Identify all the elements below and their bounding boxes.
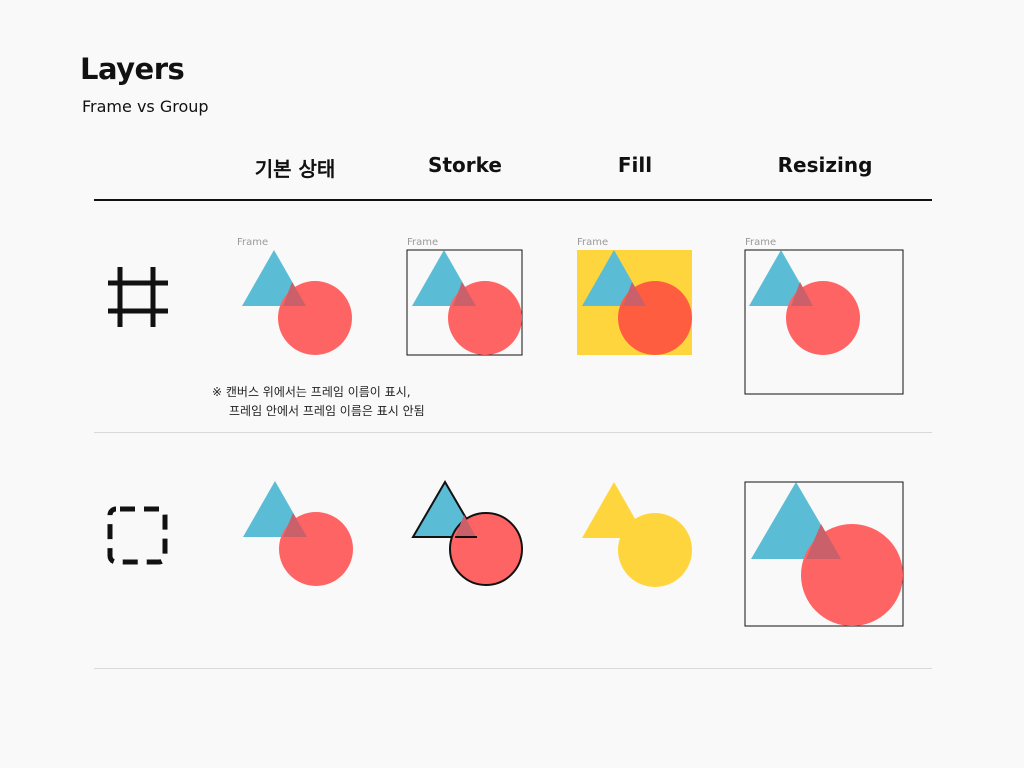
header-divider	[94, 199, 932, 201]
column-header-fill: Fill	[617, 153, 653, 177]
overlap-shape	[455, 515, 476, 537]
frame-name-label: Frame	[407, 237, 438, 248]
row-divider-group	[94, 668, 932, 669]
frame-name-label: Frame	[577, 237, 608, 248]
overlap-shape	[806, 524, 841, 559]
page-title: Layers	[80, 52, 185, 86]
column-header-resizing: Resizing	[777, 153, 873, 177]
frame-stroke-shapes: Frame	[406, 237, 523, 356]
column-header-base: 기본 상태	[254, 157, 336, 181]
overlap-shape	[283, 513, 307, 537]
group-fill-shapes	[582, 482, 692, 587]
frame-resizing-shapes: Frame	[744, 237, 904, 395]
group-bounds-box	[744, 481, 904, 627]
overlap-shape	[283, 282, 306, 306]
group-icon	[107, 506, 168, 565]
note-line-1: ※ 캔버스 위에서는 프레임 이름이 표시,	[212, 385, 411, 399]
overlap-shape	[453, 282, 476, 306]
frame-base-shapes: Frame	[237, 237, 352, 355]
group-base-shapes	[243, 481, 353, 586]
frame-icon	[108, 267, 168, 327]
row-divider-frame	[94, 432, 932, 433]
frame-fill-shapes: Frame	[577, 237, 692, 355]
column-header-stroke: Storke	[428, 153, 502, 177]
circle-shape	[618, 513, 692, 587]
note-line-2: 프레임 안에서 프레임 이름은 표시 안됨	[229, 404, 425, 418]
overlap-shape	[623, 282, 646, 306]
frame-name-label: Frame	[237, 237, 268, 248]
frame-name-note: ※ 캔버스 위에서는 프레임 이름이 표시, 프레임 안에서 프레임 이름은 표…	[212, 383, 425, 421]
page-subtitle: Frame vs Group	[82, 97, 209, 116]
frame-stroke-box	[406, 249, 523, 356]
group-resizing-shapes	[744, 481, 904, 627]
group-stroke-shapes	[411, 480, 523, 586]
frame-resized-box	[744, 249, 904, 395]
overlap-shape	[791, 282, 813, 306]
frame-name-label: Frame	[745, 237, 776, 248]
